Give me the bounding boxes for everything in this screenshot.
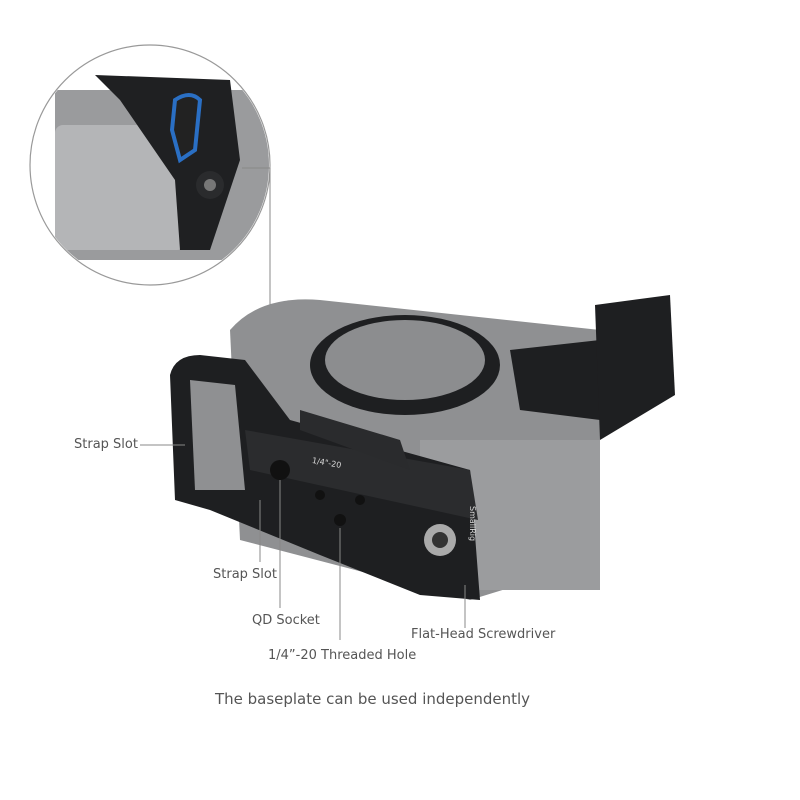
callout-lines — [140, 444, 466, 640]
lens-cap-ring — [300, 315, 500, 470]
camera-cage: 1/4"-20 SmallRig — [170, 355, 480, 600]
side-bracket — [510, 295, 675, 440]
callout-qd-socket: QD Socket — [252, 613, 320, 628]
callout-strap-slot-bottom: Strap Slot — [213, 567, 277, 582]
detail-inset — [29, 44, 271, 286]
callout-screwdriver: Flat-Head Screwdriver — [411, 627, 556, 642]
caption: The baseplate can be used independently — [214, 690, 531, 708]
engraving-brand: SmallRig — [468, 506, 477, 541]
callout-strap-slot-left: Strap Slot — [74, 437, 138, 452]
callout-threaded-hole: 1/4”-20 Threaded Hole — [268, 648, 417, 663]
